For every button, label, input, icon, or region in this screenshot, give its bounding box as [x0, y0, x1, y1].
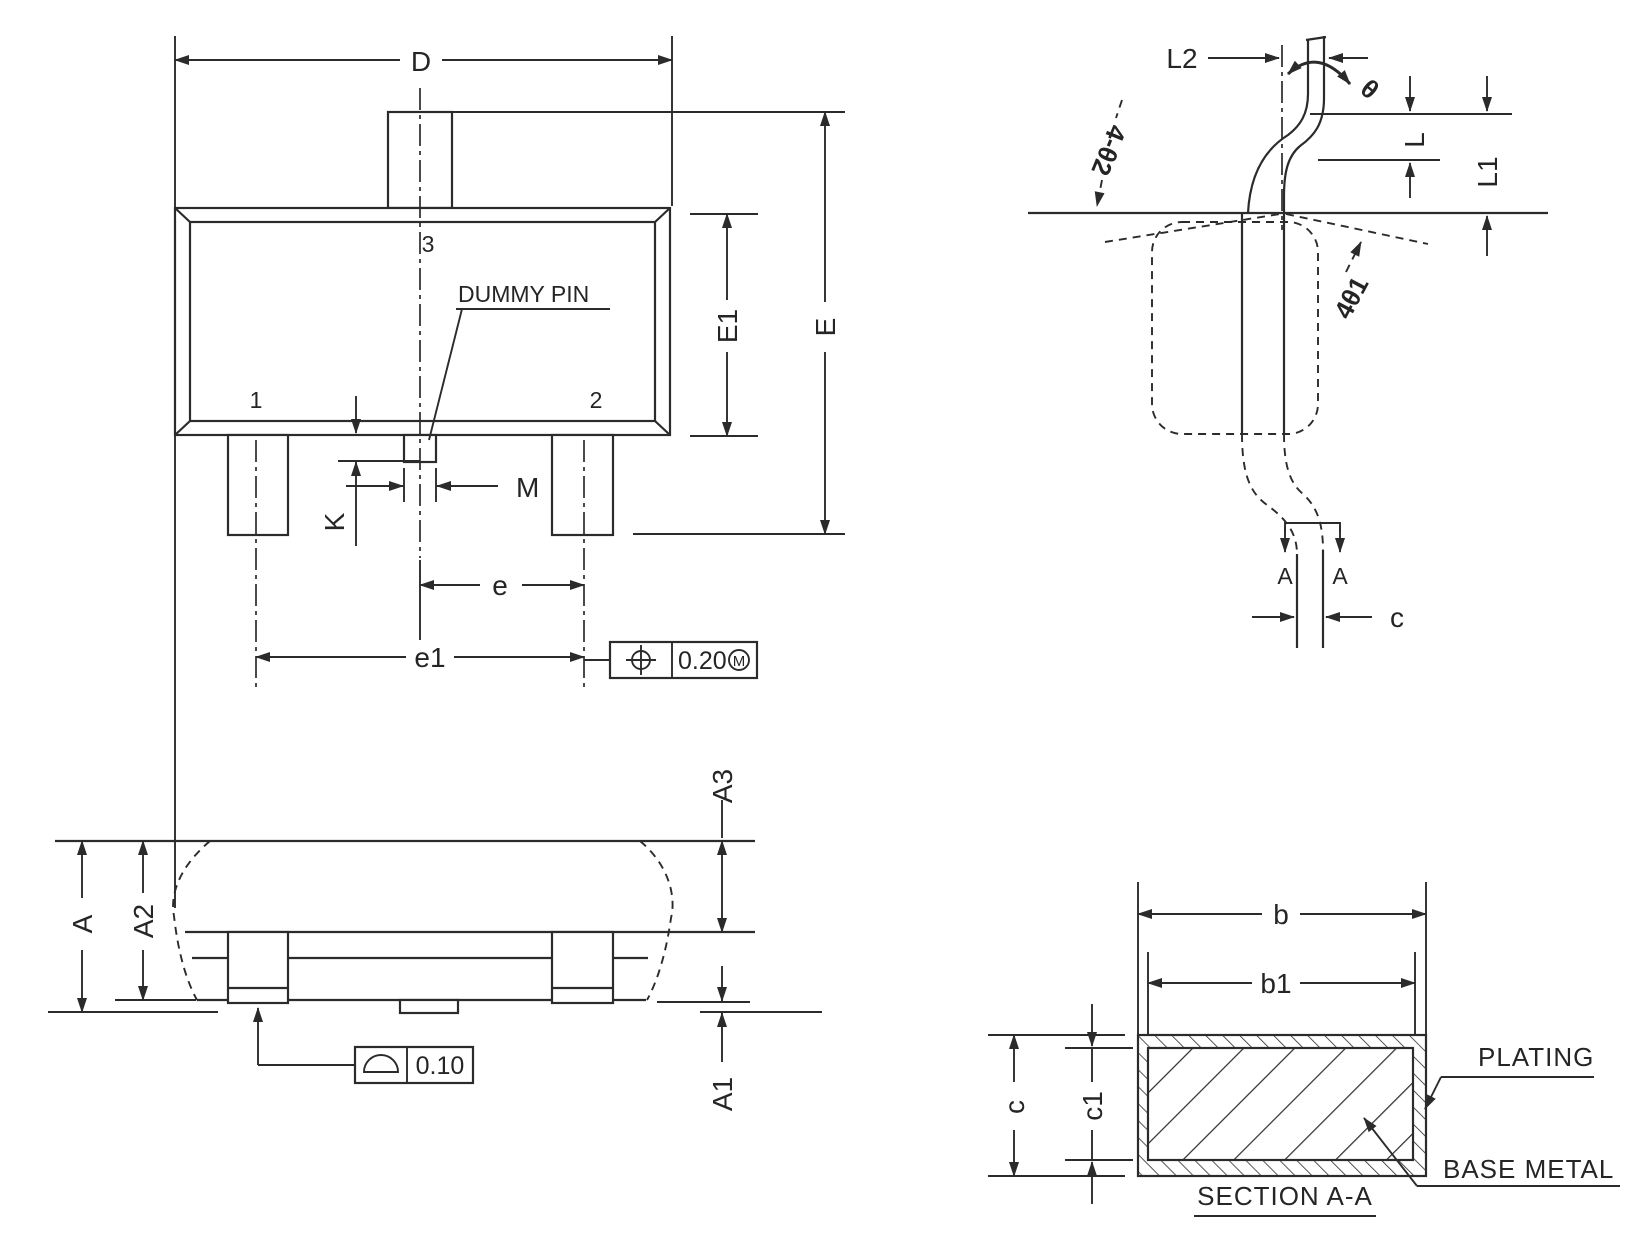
angle-label-theta2: 4-θ2: [1085, 121, 1132, 180]
top-view: D 3 1 2 DUMMY PIN K: [173, 36, 845, 908]
chamfer-bl: [174, 420, 191, 436]
chamfer-br: [654, 420, 671, 436]
angle-label-theta: θ: [1355, 73, 1385, 105]
position-tolerance-value: 0.20: [678, 647, 727, 675]
lead-edge-right: [1282, 36, 1326, 213]
dim-label-b1: b1: [1260, 968, 1291, 999]
mmc-modifier-circle-icon: [728, 649, 750, 671]
section-aa-view: b b1 c c1 PLATING BASE METAL: [988, 882, 1620, 1217]
pin1-label: 1: [250, 387, 263, 413]
flatness-symbol-icon: [363, 1054, 399, 1073]
lead-lower-curve-left: [1241, 433, 1298, 555]
theta2-leader-arrow: [1094, 179, 1105, 207]
body-hidden-outline: [1151, 221, 1319, 435]
dim-label-A: A: [67, 914, 98, 933]
base-metal-leader-arrow: [1363, 1117, 1418, 1187]
flatness-tolerance-value: 0.10: [416, 1052, 465, 1080]
lead-edge-left: [1246, 40, 1310, 214]
dummy-pin-leader: [428, 308, 463, 441]
dim-label-L: L: [1399, 132, 1430, 148]
pin3-label: 3: [422, 231, 435, 257]
section-cut-label-right: A: [1332, 563, 1348, 589]
dim-label-D: D: [411, 46, 431, 77]
dim-label-A2: A2: [128, 904, 159, 938]
pin2-lead: [550, 433, 615, 537]
base-metal-label: BASE METAL: [1443, 1154, 1614, 1184]
theta2-leader-top: [1115, 99, 1123, 119]
dim-label-L2: L2: [1166, 43, 1197, 74]
plating-label: PLATING: [1478, 1042, 1594, 1072]
base-metal-hatch-region: [1146, 1046, 1415, 1162]
dim-label-K: K: [319, 512, 350, 531]
dim-label-b: b: [1273, 899, 1289, 930]
lead-tip-line: [1305, 35, 1327, 42]
dim-label-M: M: [516, 472, 539, 503]
draft-line-right: [1285, 213, 1429, 245]
section-cut-label-left: A: [1277, 563, 1293, 589]
pin1-lead: [226, 433, 290, 537]
dim-label-E: E: [810, 318, 841, 337]
dim-label-e1: e1: [414, 642, 445, 673]
side-view: A A2 A3 A1 0.10: [48, 769, 822, 1111]
pin2-label: 2: [590, 387, 603, 413]
section-cut-bracket: [1284, 522, 1341, 532]
side-pin1-lead: [226, 930, 290, 1005]
position-symbol-icon: [626, 645, 656, 675]
draft-line-left: [1104, 213, 1281, 243]
chamfer-tl: [174, 207, 191, 223]
dim-label-e: e: [492, 570, 508, 601]
chamfer-tr: [654, 207, 671, 223]
mmc-modifier-letter: M: [733, 653, 746, 670]
dim-label-c1: c1: [1077, 1091, 1108, 1121]
dim-label-A1: A1: [707, 1077, 738, 1111]
body-end-curve-right: [639, 840, 674, 1001]
dim-label-A3: A3: [707, 769, 738, 803]
dummy-pin-label: DUMMY PIN: [458, 281, 589, 307]
plating-leader-arrow: [1424, 1076, 1442, 1110]
side-dummy-pin-stub: [398, 998, 460, 1015]
lead-lower-curve-right: [1283, 433, 1324, 551]
body-end-curve-left: [172, 840, 211, 1001]
dim-label-c-section: c: [999, 1100, 1030, 1114]
dim-label-E1: E1: [712, 309, 743, 343]
flatness-fcf-frame: [353, 1045, 475, 1085]
dim-label-c-lead: c: [1390, 602, 1404, 633]
section-title: SECTION A-A: [1197, 1181, 1373, 1211]
dim-label-L1: L1: [1472, 156, 1503, 187]
theta1-leader-arrow: [1345, 241, 1362, 273]
side-pin2-lead: [550, 930, 615, 1005]
theta-arc: [1286, 60, 1352, 85]
body-outline-inner: [188, 220, 657, 423]
lead-detail-view: L2 θ L L1 4-θ2 4θ1: [1028, 35, 1548, 648]
angle-label-theta1: 4θ1: [1328, 272, 1375, 324]
